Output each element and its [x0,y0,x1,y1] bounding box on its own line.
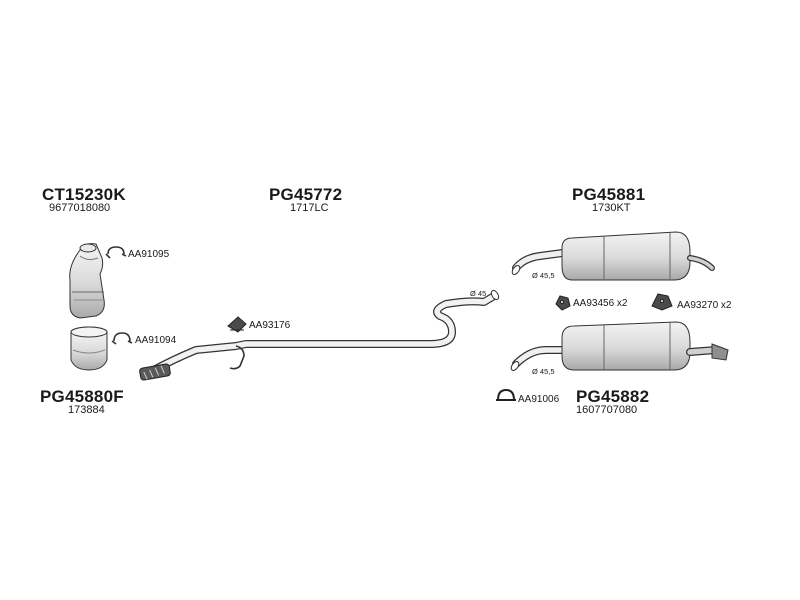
accessory-label: AA91094 [135,335,177,346]
rear-silencer-lower [510,321,729,371]
clamp-icon [496,388,516,401]
reference-label: 1607707080 [576,404,638,416]
clamp-icon [105,246,127,259]
reference-label: 173884 [68,404,105,416]
catalytic-converter [69,243,105,319]
accessory-label: AA93270 x2 [677,300,732,311]
rubber-mount-icon [555,295,571,311]
rubber-mount-icon [651,293,673,311]
part-number-label: PG45882 [576,387,650,406]
rubber-mount-icon [227,316,247,333]
part-number-label: PG45880F [40,387,124,406]
diameter-label: Ø 45,5 [532,367,555,376]
reference-label: 1730KT [592,202,631,214]
middle-pipe [139,289,500,381]
accessory-label: AA93176 [249,320,291,331]
rear-silencer-upper [511,231,715,281]
part-number-label: CT15230K [42,185,126,204]
part-number-label: PG45772 [269,185,343,204]
part-number-label: PG45881 [572,185,646,204]
reference-label: 9677018080 [49,202,111,214]
diameter-label: Ø 45,5 [532,271,555,280]
particulate-filter [70,326,108,371]
reference-label: 1717LC [290,202,329,214]
accessory-label: AA93456 x2 [573,298,628,309]
accessory-label: AA91006 [518,394,560,405]
accessory-label: AA91095 [128,249,170,260]
clamp-icon [111,332,133,345]
diameter-label: Ø 45 [470,289,487,298]
